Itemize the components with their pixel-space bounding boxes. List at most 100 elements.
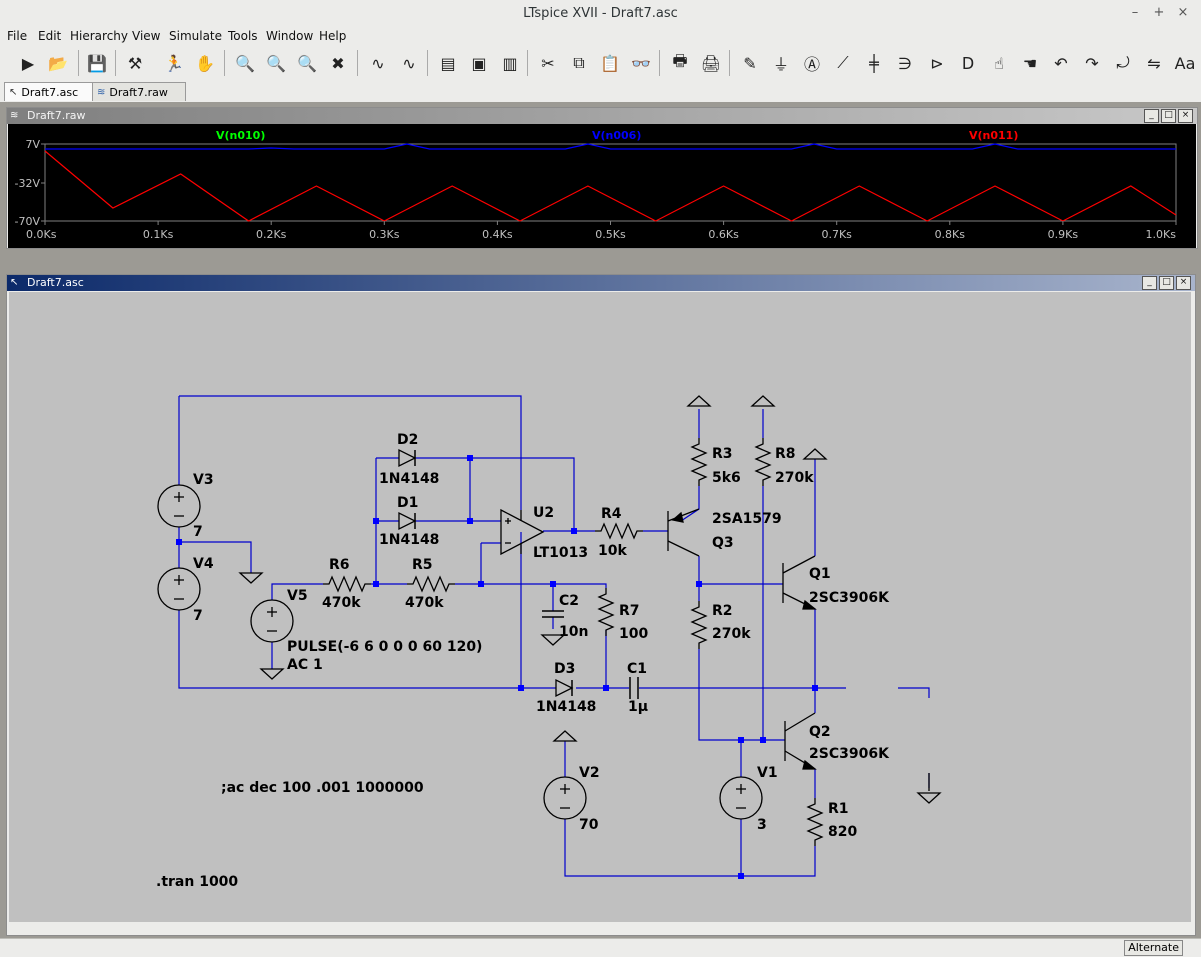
minimize-button[interactable]: _ (1144, 109, 1159, 123)
resistor-r4[interactable] (594, 523, 644, 539)
close-button[interactable]: × (1178, 109, 1193, 123)
ground-icon[interactable] (239, 572, 263, 584)
waveform-icon[interactable]: ∿ (371, 53, 385, 73)
capacitor-c1[interactable] (629, 677, 639, 699)
tile-vertical-icon[interactable]: ▥ (502, 53, 518, 73)
resistor-r6[interactable] (322, 576, 372, 592)
ref-r5[interactable]: R5 (412, 557, 433, 573)
tab-draft7-asc[interactable]: ↖ Draft7.asc (4, 82, 94, 101)
ref-c2[interactable]: C2 (559, 593, 579, 609)
runner-icon[interactable]: 🏃 (164, 53, 184, 73)
maximize-button[interactable]: + (1153, 5, 1165, 20)
ground-icon[interactable] (260, 668, 284, 680)
component-icon[interactable]: ᗞ (961, 53, 975, 73)
opamp-u2[interactable] (500, 508, 545, 556)
wires[interactable] (178, 395, 930, 877)
supply-icon[interactable] (803, 448, 827, 460)
close-button[interactable]: × (1176, 276, 1191, 290)
zoom-fit-icon[interactable]: 🔍 (266, 53, 286, 73)
ref-v3[interactable]: V3 (193, 472, 214, 488)
capacitor-c2[interactable] (542, 610, 564, 618)
paste-icon[interactable]: 📋 (600, 53, 620, 73)
ref-v4[interactable]: V4 (193, 556, 214, 572)
tab-draft7-raw[interactable]: ≋ Draft7.raw (92, 82, 186, 101)
ref-d1[interactable]: D1 (397, 495, 418, 511)
supply-icon[interactable] (751, 395, 775, 407)
inductor-icon[interactable]: ∋ (898, 53, 912, 73)
move-icon[interactable]: ☝ (994, 53, 1004, 73)
value-r1[interactable]: 820 (828, 824, 857, 840)
value-v2[interactable]: 70 (579, 817, 599, 833)
resistor-r2[interactable] (691, 600, 707, 650)
tile-horizontal-icon[interactable]: ▤ (440, 53, 456, 73)
value-v4[interactable]: 7 (193, 608, 203, 624)
voltage-source-v1[interactable] (719, 776, 763, 820)
hammer-icon[interactable]: ⚒ (127, 53, 143, 73)
trace-label-n010[interactable]: V(n010) (216, 129, 265, 142)
trace-vn006[interactable] (45, 143, 1176, 150)
ref-r7[interactable]: R7 (619, 603, 640, 619)
ref-r3[interactable]: R3 (712, 446, 733, 462)
menu-simulate[interactable]: Simulate (169, 29, 223, 43)
cascade-icon[interactable]: ▣ (471, 53, 487, 73)
diode-icon[interactable]: ⊳ (930, 53, 944, 73)
directive-tran[interactable]: .tran 1000 (156, 874, 238, 890)
supply-icon[interactable] (687, 395, 711, 407)
text-icon[interactable]: Aa (1174, 53, 1196, 73)
open-icon[interactable]: 📂 (48, 53, 68, 73)
ref-d2[interactable]: D2 (397, 432, 418, 448)
menu-file[interactable]: File (7, 29, 28, 43)
resistor-r8[interactable] (755, 437, 771, 487)
zoom-cancel-icon[interactable]: ✖ (331, 53, 345, 73)
value-q2[interactable]: 2SC3906K (809, 746, 890, 762)
value-q3[interactable]: 2SA1579 (712, 511, 782, 527)
menu-help[interactable]: Help (319, 29, 347, 43)
print-setup-icon[interactable]: 🖶 (672, 50, 688, 70)
transistor-q1[interactable] (782, 555, 817, 610)
value-d1[interactable]: 1N4148 (379, 532, 439, 548)
cut-icon[interactable]: ✂ (541, 53, 555, 73)
zoom-out-icon[interactable]: 🔍 (297, 53, 317, 73)
schematic-canvas[interactable]: V3 7 V4 7 V5 PULSE(-6 6 0 0 0 60 120) AC… (9, 292, 1191, 922)
restore-button[interactable]: □ (1159, 276, 1174, 290)
value-u2[interactable]: LT1013 (533, 545, 588, 561)
resistor-icon[interactable]: ⟋ (837, 53, 849, 72)
capacitor-icon[interactable]: ╪ (869, 53, 879, 73)
value-v1[interactable]: 3 (757, 817, 767, 833)
value-r5[interactable]: 470k (405, 595, 444, 611)
copy-icon[interactable]: ⧉ (573, 53, 585, 72)
run-icon[interactable]: ▶ (21, 53, 35, 73)
menu-hierarchy[interactable]: Hierarchy (70, 29, 129, 43)
transistor-q3[interactable] (667, 508, 700, 557)
minimize-button[interactable]: – (1131, 5, 1139, 20)
menu-tools[interactable]: Tools (228, 29, 258, 43)
waveform-dim-icon[interactable]: ∿ (402, 53, 416, 73)
value-r4[interactable]: 10k (598, 543, 627, 559)
label-net-icon[interactable]: Ⓐ (803, 55, 820, 74)
value-d2[interactable]: 1N4148 (379, 471, 439, 487)
value-r3[interactable]: 5k6 (712, 470, 741, 486)
rotate-icon[interactable]: ⤾ (1116, 53, 1130, 72)
ref-v5[interactable]: V5 (287, 588, 308, 604)
ref-u2[interactable]: U2 (533, 505, 554, 521)
save-icon[interactable]: 💾 (87, 53, 107, 73)
value-q1[interactable]: 2SC3906K (809, 590, 890, 606)
menu-window[interactable]: Window (266, 29, 314, 43)
diode-d2[interactable] (398, 449, 416, 467)
voltage-source-v4[interactable] (157, 567, 201, 611)
print-icon[interactable]: 🖨 (700, 53, 722, 73)
ref-c1[interactable]: C1 (627, 661, 647, 677)
value-v3[interactable]: 7 (193, 524, 203, 540)
trace-vn011[interactable] (44, 150, 1177, 222)
ref-r6[interactable]: R6 (329, 557, 350, 573)
value-d3[interactable]: 1N4148 (536, 699, 596, 715)
menu-view[interactable]: View (132, 29, 161, 43)
ground-icon[interactable]: ⏚ (772, 55, 789, 74)
value-v5-pulse[interactable]: PULSE(-6 6 0 0 0 60 120) (287, 639, 482, 655)
ref-v2[interactable]: V2 (579, 765, 600, 781)
value-r7[interactable]: 100 (619, 626, 648, 642)
resistor-r3[interactable] (691, 437, 707, 487)
ref-r8[interactable]: R8 (775, 446, 796, 462)
ref-v1[interactable]: V1 (757, 765, 778, 781)
